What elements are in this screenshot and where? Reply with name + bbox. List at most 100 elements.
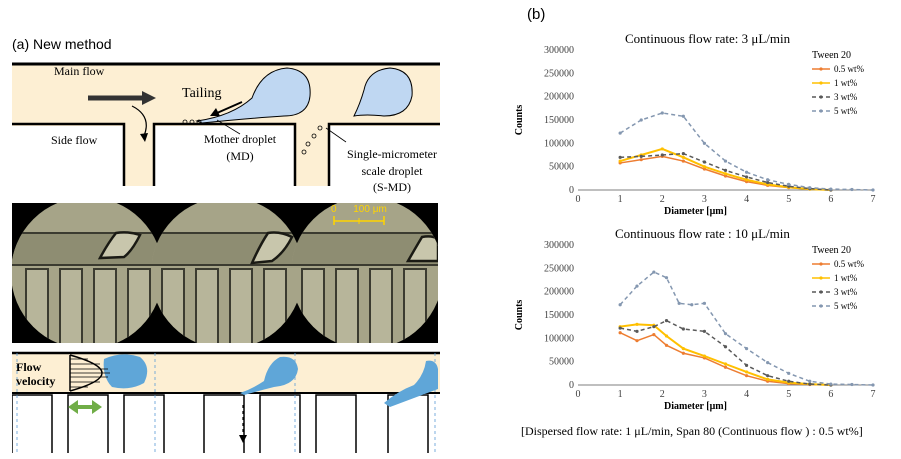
data-point <box>871 383 875 387</box>
data-point <box>850 187 854 192</box>
data-point <box>681 152 685 156</box>
data-point <box>744 370 749 374</box>
data-point <box>744 374 749 378</box>
legend-entry: 0.5 wt% <box>834 259 865 269</box>
flow-velocity-label-1: Flow <box>16 360 42 374</box>
data-point <box>660 111 664 115</box>
data-point <box>787 182 791 186</box>
data-point <box>652 270 656 274</box>
legend-entry: 1 wt% <box>834 78 858 88</box>
y-axis-label: Counts <box>514 300 525 331</box>
x-axis-label: Diameter [μm] <box>664 401 727 412</box>
x-tick-label: 7 <box>871 194 876 205</box>
footnote: [Dispersed flow rate: 1 μL/min, Span 80 … <box>521 424 863 438</box>
data-point <box>639 154 643 158</box>
data-point <box>723 168 728 172</box>
y-tick-label: 250000 <box>544 68 574 79</box>
series-line-5wt <box>619 271 874 386</box>
data-point <box>702 354 707 358</box>
data-point <box>618 155 622 159</box>
mother-droplet-abbr: (MD) <box>226 149 254 163</box>
data-point <box>618 131 622 135</box>
series-line-1wt <box>620 323 831 386</box>
smd-label-line2: scale droplet <box>361 164 423 178</box>
outlet-channel <box>295 124 329 186</box>
x-tick-label: 0 <box>576 389 581 400</box>
data-point <box>871 188 875 192</box>
data-point <box>618 159 622 163</box>
x-tick-label: 1 <box>618 389 623 400</box>
smd-label-line3: (S-MD) <box>373 180 411 194</box>
smd-label-line1: Single-micrometer <box>347 147 437 161</box>
legend-title: Tween 20 <box>812 245 851 256</box>
data-point <box>744 347 749 351</box>
data-point <box>618 326 622 330</box>
x-tick-label: 3 <box>702 194 707 205</box>
data-point <box>635 329 639 333</box>
chart2-title: Continuous flow rate : 10 μL/min <box>615 226 790 241</box>
data-point <box>787 379 791 383</box>
data-point <box>660 153 664 157</box>
data-point <box>829 382 833 386</box>
y-tick-label: 100000 <box>544 333 574 344</box>
side-flow-arrowhead <box>140 133 148 142</box>
y-tick-label: 300000 <box>544 241 574 251</box>
data-point <box>723 159 728 163</box>
y-tick-label: 250000 <box>544 263 574 274</box>
panel-b-label: (b) <box>527 6 546 23</box>
data-point <box>652 325 656 329</box>
velocity-droplet-3 <box>384 360 438 407</box>
flow-velocity-label-2: velocity <box>16 374 56 388</box>
data-point <box>787 371 791 375</box>
data-point <box>744 175 749 179</box>
x-tick-label: 2 <box>660 389 665 400</box>
legend-entry: 1 wt% <box>834 273 858 283</box>
data-point <box>702 329 707 333</box>
data-point <box>702 165 707 169</box>
data-point <box>766 180 770 185</box>
x-tick-label: 6 <box>828 389 833 400</box>
main-flow-label: Main flow <box>54 64 105 78</box>
x-tick-label: 5 <box>786 389 791 400</box>
data-point <box>723 365 728 369</box>
data-point <box>766 178 770 182</box>
data-point <box>723 332 728 336</box>
data-point <box>635 284 639 288</box>
mother-droplet <box>195 67 311 124</box>
detached-droplet <box>353 67 413 117</box>
data-point <box>681 159 685 163</box>
channel-schematic <box>12 62 440 186</box>
data-point <box>850 382 854 387</box>
tailing-arrowhead <box>210 108 220 116</box>
data-point <box>723 345 728 349</box>
data-point <box>681 155 685 159</box>
data-point <box>635 339 639 343</box>
data-point <box>652 333 656 337</box>
x-tick-label: 7 <box>871 389 876 400</box>
chart1-title: Continuous flow rate: 3 μL/min <box>625 31 791 46</box>
data-point <box>664 319 669 323</box>
x-axis-label: Diameter [μm] <box>664 206 727 217</box>
y-tick-label: 300000 <box>544 46 574 56</box>
data-point <box>744 178 749 182</box>
y-tick-label: 50000 <box>549 357 574 368</box>
left-wall <box>12 122 126 186</box>
series-line-05wt <box>619 332 831 386</box>
tailing-label: Tailing <box>182 86 222 101</box>
data-point <box>702 141 707 145</box>
legend-entry: 3 wt% <box>834 287 858 297</box>
micrograph-frame-2 <box>152 203 297 343</box>
data-point <box>766 377 770 381</box>
x-tick-label: 6 <box>828 194 833 205</box>
data-point <box>702 301 707 305</box>
side-flow-label: Side flow <box>51 133 98 147</box>
data-point <box>723 172 728 176</box>
data-point <box>702 160 707 164</box>
data-point <box>639 118 643 122</box>
x-tick-label: 3 <box>702 389 707 400</box>
tailing-arrow <box>216 101 243 114</box>
series-line-3wt <box>620 319 831 386</box>
legend-title: Tween 20 <box>812 50 851 61</box>
